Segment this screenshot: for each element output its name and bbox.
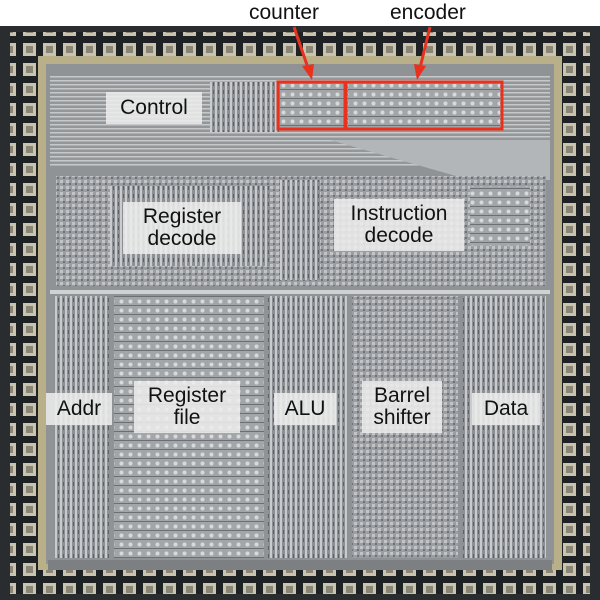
register-decode-label: Register decode [123, 202, 241, 254]
instruction-decode-array [470, 186, 530, 246]
counter-block [280, 84, 344, 130]
register-file-label: Register file [134, 381, 240, 433]
instruction-decode-label: Instruction decode [334, 199, 464, 251]
counter-arrow-head [302, 64, 314, 80]
counter-annotation: counter [249, 1, 320, 24]
counter-arrow-shaft [292, 26, 310, 69]
encoder-annotation: encoder [390, 1, 466, 24]
alu-label: ALU [274, 393, 336, 425]
routing-wedge [330, 140, 550, 180]
encoder-arrow-shaft [418, 26, 432, 69]
bottom-strip [48, 560, 552, 570]
data-block [462, 296, 546, 558]
addr-block [54, 296, 110, 558]
decode-column-block [280, 180, 320, 280]
control-logic-block [210, 82, 280, 132]
encoder-block [348, 84, 500, 130]
barrel-shifter-label: Barrel shifter [362, 381, 442, 433]
data-label: Data [472, 393, 540, 425]
encoder-highlight-box [344, 80, 504, 131]
control-label: Control [106, 92, 202, 124]
alu-block [268, 296, 348, 558]
addr-label: Addr [46, 393, 112, 425]
encoder-arrow-head [414, 64, 426, 80]
datapath-bus [50, 290, 550, 294]
